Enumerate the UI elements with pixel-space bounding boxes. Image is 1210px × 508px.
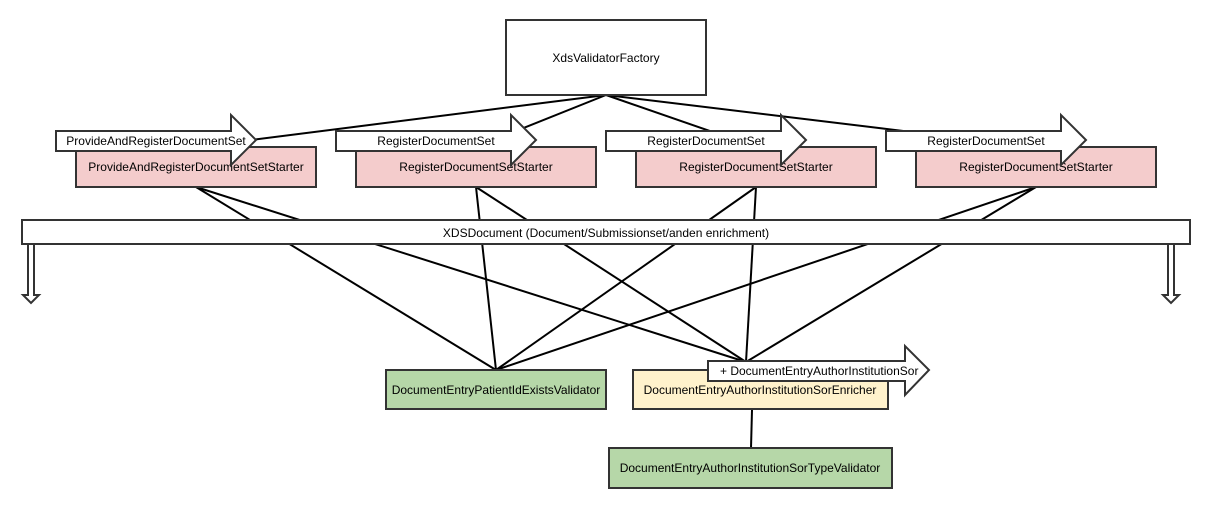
document-bar-right-down-arrow bbox=[1160, 243, 1182, 305]
connectors bbox=[195, 94, 1037, 449]
edge-starter-1-patient-validator bbox=[195, 186, 497, 371]
starter-3-label: RegisterDocumentSetStarter bbox=[679, 160, 832, 174]
type-validator-node: DocumentEntryAuthorInstitutionSorTypeVal… bbox=[608, 447, 893, 489]
starter-1: ProvideAndRegisterDocumentSetStarter Pro… bbox=[55, 112, 317, 188]
edge-starter-3-patient-validator bbox=[495, 186, 757, 371]
edge-starter-2-patient-validator bbox=[475, 186, 497, 371]
starter-3-tag-arrow bbox=[605, 112, 808, 168]
patient-validator-node: DocumentEntryPatientIdExistsValidator bbox=[385, 369, 607, 410]
starter-4-tag-arrow bbox=[885, 112, 1088, 168]
starter-2-tag-arrow bbox=[335, 112, 538, 168]
starter-1-label: ProvideAndRegisterDocumentSetStarter bbox=[88, 160, 303, 174]
edge-factory-starter-1 bbox=[195, 94, 607, 148]
starter-2-box bbox=[355, 146, 597, 188]
starter-2-tag-label: RegisterDocumentSet bbox=[377, 134, 495, 148]
enricher-tag-arrow bbox=[707, 343, 931, 398]
edge-starter-1-enricher bbox=[195, 186, 747, 363]
starter-3-box bbox=[635, 146, 877, 188]
edge-starter-2-enricher bbox=[475, 186, 747, 363]
starter-2: RegisterDocumentSetStarter RegisterDocum… bbox=[335, 112, 597, 188]
starter-1-tag-label: ProvideAndRegisterDocumentSet bbox=[66, 134, 246, 148]
starter-3-tag-label: RegisterDocumentSet bbox=[647, 134, 765, 148]
enricher-node: DocumentEntryAuthorInstitutionSorEnriche… bbox=[632, 343, 931, 410]
starter-3: RegisterDocumentSetStarter RegisterDocum… bbox=[605, 112, 877, 188]
type-validator-label: DocumentEntryAuthorInstitutionSorTypeVal… bbox=[620, 461, 881, 475]
starter-4: RegisterDocumentSetStarter RegisterDocum… bbox=[885, 112, 1157, 188]
edge-starter-4-patient-validator bbox=[495, 186, 1037, 371]
starter-1-box bbox=[75, 146, 317, 188]
patient-validator-label: DocumentEntryPatientIdExistsValidator bbox=[392, 383, 601, 397]
starter-4-label: RegisterDocumentSetStarter bbox=[959, 160, 1112, 174]
edge-starter-3-enricher bbox=[745, 186, 757, 363]
starter-2-label: RegisterDocumentSetStarter bbox=[399, 160, 552, 174]
document-bar-box bbox=[21, 219, 1191, 245]
starter-4-tag-label: RegisterDocumentSet bbox=[927, 134, 1045, 148]
starter-1-tag-arrow bbox=[55, 112, 258, 168]
document-bar-left-down-arrow bbox=[20, 243, 42, 305]
starter-4-box bbox=[915, 146, 1157, 188]
edge-enricher-type-validator bbox=[750, 409, 753, 449]
document-bar-label: XDSDocument (Document/Submissionset/ande… bbox=[443, 226, 769, 240]
patient-validator-box bbox=[385, 369, 607, 410]
factory-node: XdsValidatorFactory bbox=[505, 19, 707, 96]
enricher-tag-label: + DocumentEntryAuthorInstitutionSor bbox=[720, 364, 918, 378]
factory-label: XdsValidatorFactory bbox=[552, 51, 659, 65]
enricher-label: DocumentEntryAuthorInstitutionSorEnriche… bbox=[644, 383, 877, 397]
edge-starter-4-enricher bbox=[745, 186, 1037, 363]
document-bar: XDSDocument (Document/Submissionset/ande… bbox=[20, 219, 1191, 305]
type-validator-box bbox=[608, 447, 893, 489]
factory-box bbox=[505, 19, 707, 96]
